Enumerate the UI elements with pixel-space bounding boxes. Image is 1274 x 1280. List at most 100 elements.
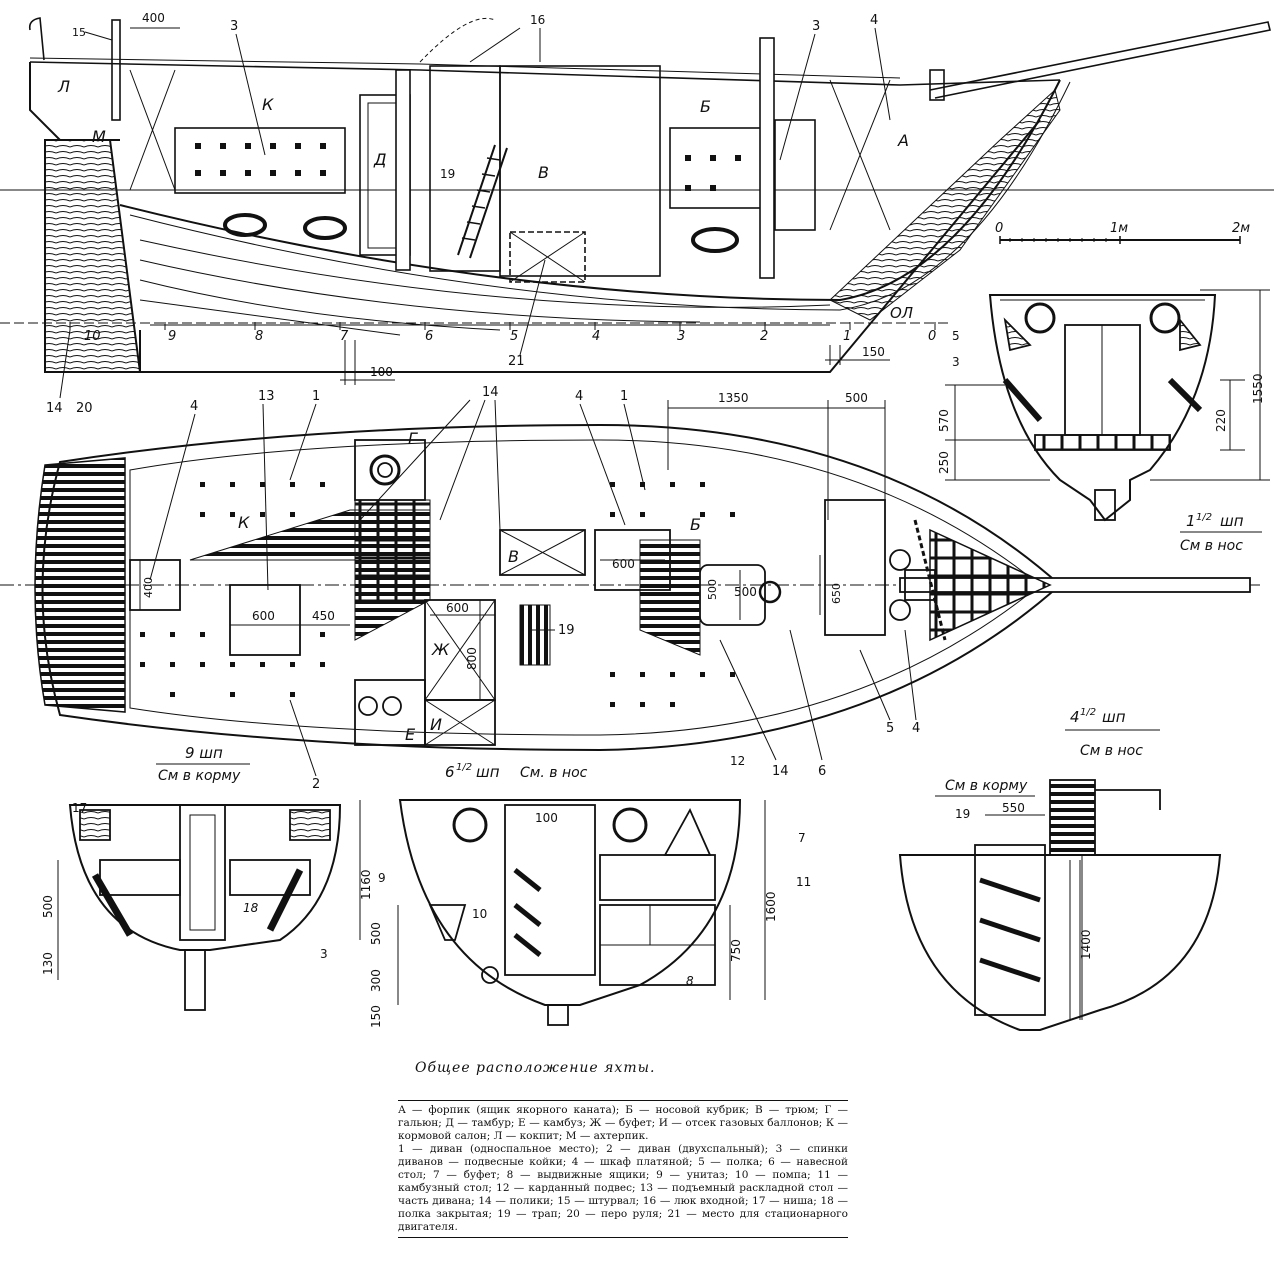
room-V: В [538,163,549,182]
station-label: 0 [928,329,936,344]
section-title: 6 [445,763,455,781]
callout-4: 4 [190,399,198,414]
dim-450: 450 [312,609,335,623]
dim-500: 500 [734,585,757,599]
callout-10: 10 [472,907,487,921]
callout-3: 3 [812,19,820,34]
station-label: 7 [340,329,349,344]
plan-view [0,400,1260,752]
section-9 [57,800,361,1011]
callout-4: 4 [575,389,583,404]
callout-3: 3 [952,355,960,369]
fore-grating [929,528,1052,642]
section-view: См в нос [1080,743,1143,759]
room-V: В [508,547,519,566]
section-view: См в корму [158,768,241,784]
station-label: 2 [760,329,768,344]
callout-3: 3 [320,947,328,961]
callout-15: 15 [72,26,86,39]
callout-18: 18 [243,901,259,915]
callout-19: 19 [955,807,970,821]
section-title-frac: 1/2 [1080,707,1096,718]
dim-1350: 1350 [718,391,749,405]
dim-550: 550 [1002,801,1025,815]
dim-500: 500 [706,579,719,600]
stern-ornament [28,17,45,61]
scale-2m: 2м [1232,221,1250,236]
callout-2: 2 [312,777,320,792]
section-title: 1 [1186,512,1196,530]
callout-9: 9 [378,871,386,885]
head-compartment [354,439,426,501]
galley [354,679,426,746]
callout-19: 19 [440,167,455,181]
dim-600: 600 [252,609,275,623]
engine-place [509,231,586,283]
callout-21: 21 [508,354,525,369]
scale-0: 0 [995,221,1003,236]
dim-100: 100 [535,811,558,825]
profile-view [0,17,1274,385]
waterline-label: ОЛ [890,304,913,322]
profile-labels: 10 9 8 7 6 5 4 3 2 1 0 ОЛ Л М К Д В Б А … [46,11,936,416]
dim-400: 400 [142,577,155,598]
aft-grating [34,457,126,713]
callout-20: 20 [76,401,93,416]
station-label: 3 [677,329,685,344]
callout-1: 1 [620,389,628,404]
dim-1400: 1400 [1079,929,1093,960]
legend: А — форпик (ящик якорного каната); Б — н… [398,1100,848,1238]
station-label: 9 [168,329,176,344]
callout-14: 14 [482,385,499,400]
room-G: Г [408,429,418,448]
callout-1: 1 [312,389,320,404]
callout-14: 14 [772,764,789,779]
section-title-sub: шп [1102,708,1126,726]
legend-compartments: А — форпик (ящик якорного каната); Б — н… [398,1104,848,1142]
section-view: См. в нос [520,765,588,781]
section-title: 9 шп [185,744,223,762]
section-view-aft: См в корму [945,778,1028,794]
station-label: 6 [425,329,433,344]
dim-500: 500 [845,391,868,405]
scale-bar: 0 1м 2м [995,221,1250,244]
plan-labels: Г К В Б Ж И Е 4 13 1 14 4 1 19 2 14 6 5 … [142,385,920,792]
callout-13: 13 [258,389,275,404]
dim-1600: 1600 [764,891,778,922]
room-D: Д [373,150,387,169]
station-label: 8 [255,329,263,344]
callout-8: 8 [686,974,694,988]
callout-5: 5 [886,721,894,736]
dim-100: 100 [370,365,393,379]
room-I: И [430,715,442,734]
dim-650: 650 [830,583,843,604]
room-K: К [262,95,274,114]
room-M: М [92,127,106,146]
dim-250: 250 [937,451,951,474]
callout-6: 6 [818,764,826,779]
dim-600: 600 [446,601,469,615]
profile-dots [195,143,741,191]
station-label: 10 [84,329,101,344]
dim-800: 800 [465,647,479,670]
callout-16: 16 [530,13,545,27]
room-B: Б [690,515,701,534]
callout-7: 7 [798,831,806,845]
dim-1160: 1160 [359,869,373,900]
yacht-drawing: 10 9 8 7 6 5 4 3 2 1 0 ОЛ Л М К Д В Б А … [0,11,1274,1031]
room-K: К [238,513,250,532]
hold [499,65,661,277]
plan-hull-outline [41,423,1062,752]
section-4-5 [898,779,1222,1031]
dim-500: 500 [41,895,55,918]
dim-1550: 1550 [1251,373,1265,404]
room-B: Б [700,97,711,116]
dim-500: 500 [369,922,383,945]
dim-220: 220 [1214,409,1228,432]
section-title-sub: шп [476,763,500,781]
room-A: А [897,131,909,150]
section-title-frac: 1/2 [1196,512,1212,523]
callout-19: 19 [558,623,575,638]
station-label: 4 [592,329,600,344]
callout-12: 12 [730,754,745,768]
